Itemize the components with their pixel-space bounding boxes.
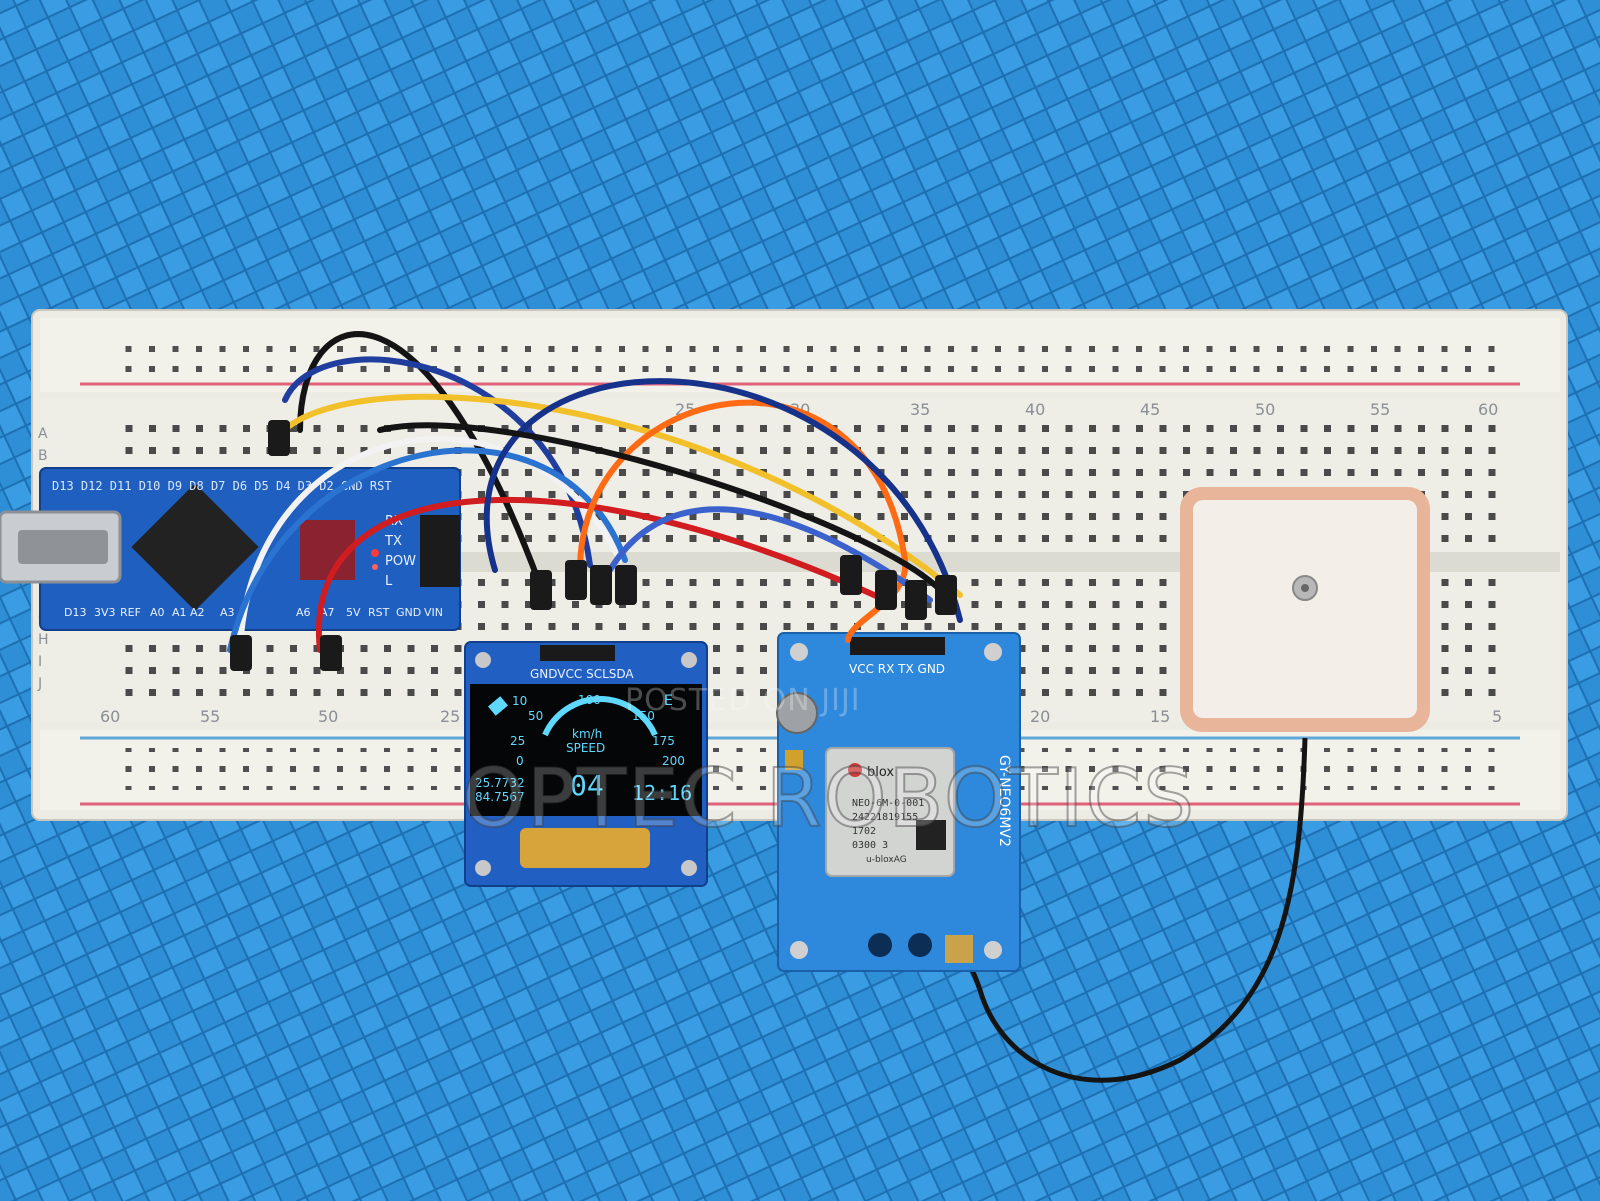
wire-connectors	[230, 420, 957, 671]
col-num-bottom: 25	[440, 707, 460, 726]
col-num-bottom: 50	[318, 707, 338, 726]
gps-patch-antenna	[948, 487, 1430, 1083]
arduino-pin-label: A3	[220, 606, 235, 619]
arduino-pin-label: A1	[172, 606, 187, 619]
arduino-pin-label: REF	[120, 606, 141, 619]
chip-maker: u-bloxAG	[866, 855, 907, 865]
oled-latitude: 25.7732	[475, 776, 525, 790]
arduino-pin-label: D13	[64, 606, 86, 619]
row-letter: A	[38, 426, 48, 442]
ublox-logo-icon	[848, 763, 862, 777]
ublox-brand: blox	[867, 765, 894, 780]
col-num-bottom: 5	[1492, 707, 1502, 726]
gauge-tick: 175	[652, 734, 675, 748]
satellite-icon	[488, 696, 508, 716]
arduino-pin-label: VIN	[424, 606, 443, 619]
gauge-tick: 100	[578, 693, 601, 707]
row-letter: H	[38, 632, 49, 648]
arduino-pin-label: 3V3	[94, 606, 116, 619]
col-num-top: 35	[910, 400, 930, 419]
oled-longitude: 84.7567	[475, 790, 525, 804]
oled-time: 12:16	[632, 781, 692, 805]
arduino-pin-label: RST	[368, 606, 390, 619]
col-num-top: 50	[1255, 400, 1275, 419]
gauge-tick: 150	[632, 709, 655, 723]
oled-display-module: GNDVCC SCLSDA 0 10 25 50 100 150 175 200…	[464, 641, 708, 887]
arduino-pin-label: 5V	[346, 606, 361, 619]
col-num-top: 60	[1478, 400, 1498, 419]
col-num-bottom: 60	[100, 707, 120, 726]
gauge-tick: 25	[510, 734, 525, 748]
gauge-tick: 10	[512, 694, 527, 708]
chip-line3: 1702	[852, 826, 876, 837]
chip-line4: 0300 3	[852, 840, 888, 851]
col-num-top: 45	[1140, 400, 1160, 419]
gauge-tick: 50	[528, 709, 543, 723]
oled-pin-labels: GNDVCC SCLSDA	[530, 667, 634, 681]
arduino-pin-label: A0	[150, 606, 165, 619]
oled-speed-value: 04	[570, 769, 604, 802]
led-label: TX	[384, 534, 402, 549]
backup-battery	[776, 692, 818, 734]
gps-neo6m-module: VCC RX TX GND blox NEO-6M-0-001 24221819…	[776, 632, 1021, 972]
arduino-pin-label: A7	[320, 606, 335, 619]
col-num-bottom: 20	[1030, 707, 1050, 726]
watermark-jiji: POSTED ON JIJI	[625, 683, 861, 718]
led-label: POW	[385, 554, 416, 569]
watermark-optec: OPTEC ROBOTICS	[461, 751, 1197, 846]
gps-pin-labels: VCC RX TX GND	[849, 662, 945, 676]
arduino-nano-board: D13 D12 D11 D10 D9 D8 D7 D6 D5 D4 D3 D2 …	[0, 467, 461, 631]
oled-speed-label: SPEED	[566, 741, 605, 755]
icsp-header	[420, 515, 460, 587]
arduino-pin-label: A2	[190, 606, 205, 619]
row-letter: I	[38, 654, 42, 670]
col-num-top: 55	[1370, 400, 1390, 419]
col-num-top: 40	[1025, 400, 1045, 419]
gps-board-label: GY-NEO6MV2	[996, 755, 1012, 847]
col-num-bottom: 15	[1150, 707, 1170, 726]
arduino-pin-label: A6	[296, 606, 311, 619]
gauge-tick: 200	[662, 754, 685, 768]
oled-screen	[470, 684, 702, 816]
oled-unit: km/h	[572, 727, 602, 741]
oled-heading: E	[664, 693, 673, 709]
col-num-bottom: 55	[200, 707, 220, 726]
chip-model: NEO-6M-0-001	[852, 798, 924, 809]
led-label: L	[385, 574, 393, 589]
qr-code-icon	[916, 820, 946, 850]
chip-serial: 24221819155	[852, 812, 918, 823]
arduino-pin-label: GND	[396, 606, 421, 619]
row-letter: J	[37, 676, 42, 692]
row-letter: B	[38, 448, 48, 464]
jumper-wires	[227, 331, 963, 653]
gauge-tick: 0	[516, 754, 524, 768]
